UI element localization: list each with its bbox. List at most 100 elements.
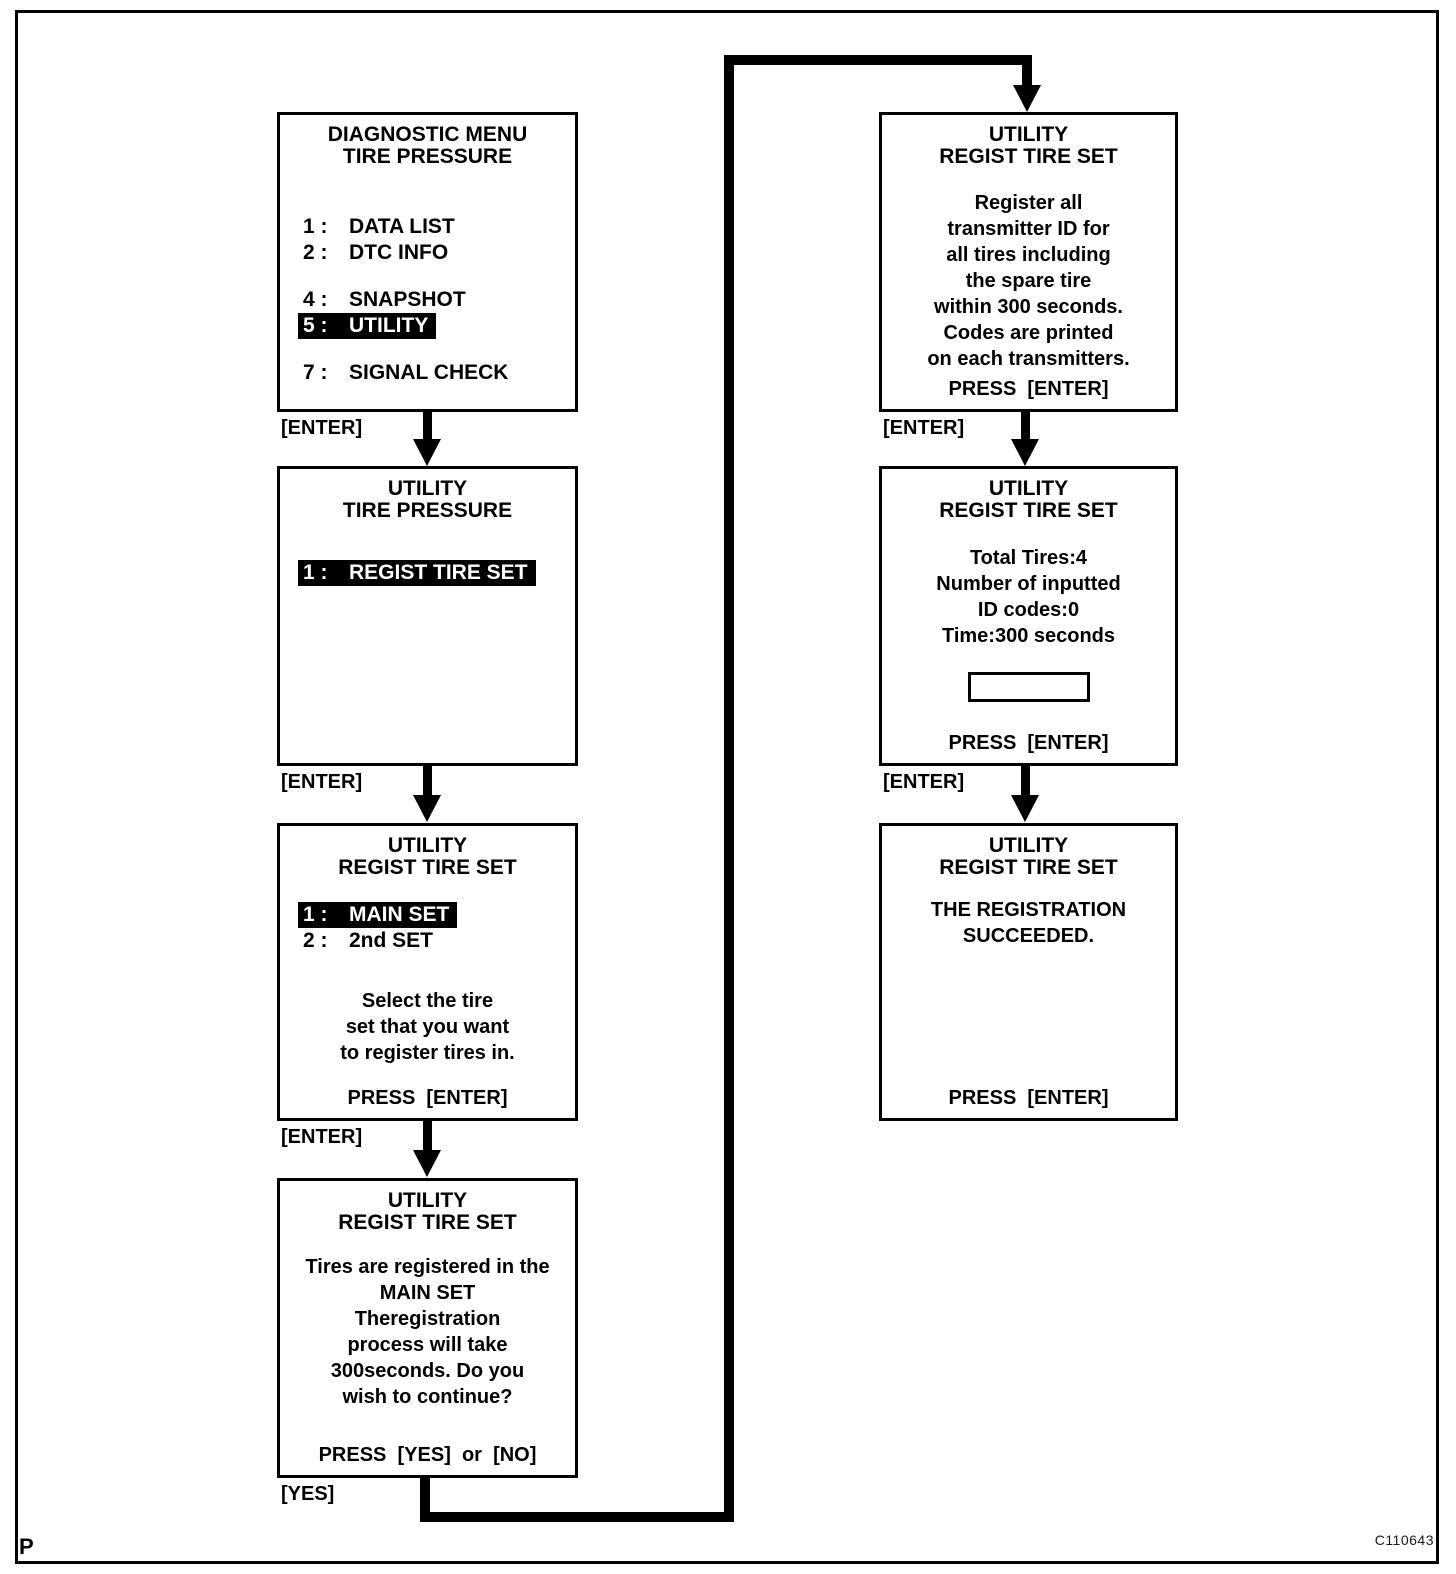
screen-regist-tire-set-select: UTILITY REGIST TIRE SET 1 :MAIN SET 2 :2… — [277, 823, 578, 1121]
message-line: on each transmitters. — [927, 348, 1130, 370]
message-line: Select the tire — [361, 990, 494, 1012]
step-label-enter: [ENTER] — [883, 771, 965, 793]
message-line: within 300 seconds. — [934, 296, 1123, 318]
menu-item-number: 7 : — [303, 361, 328, 384]
screen-diagnostic-menu: DIAGNOSTIC MENU TIRE PRESSURE 1 : DATA LI… — [277, 112, 578, 412]
id-code-field — [968, 672, 1090, 702]
message-line: set that you want — [345, 1016, 510, 1038]
flow-arrow-shaft — [423, 766, 432, 796]
screen-title: UTILITY TIRE PRESSURE — [280, 469, 575, 522]
step-label-yes: [YES] — [281, 1483, 335, 1505]
title-line: UTILITY — [988, 834, 1069, 857]
message-line: THE REGISTRATION — [930, 899, 1127, 921]
message-line: Number of inputted — [936, 573, 1121, 595]
menu-item-label: UTILITY — [349, 314, 429, 337]
title-line: TIRE PRESSURE — [342, 145, 513, 168]
flow-connector-segment — [420, 1478, 430, 1522]
screen-title: UTILITY REGIST TIRE SET — [882, 469, 1175, 522]
flow-arrow-head-icon — [1011, 795, 1039, 822]
message-line: transmitter ID for — [947, 218, 1110, 240]
menu-item-number: 2 : — [303, 241, 328, 264]
screen-title: UTILITY REGIST TIRE SET — [280, 826, 575, 879]
title-line: REGIST TIRE SET — [338, 856, 517, 879]
title-line: UTILITY — [387, 477, 468, 500]
press-instruction: PRESS [ENTER] — [347, 1087, 508, 1109]
message-line: Register all — [974, 192, 1083, 214]
screen-message: Register all transmitter ID for all tire… — [882, 190, 1175, 372]
menu-item-label: SNAPSHOT — [349, 288, 466, 311]
page-corner-letter: P — [19, 1534, 34, 1559]
message-line: SUCCEEDED. — [962, 925, 1095, 947]
screen-regist-tire-set-progress: UTILITY REGIST TIRE SET Total Tires:4 Nu… — [879, 466, 1178, 766]
message-line: process will take — [347, 1334, 508, 1356]
message-line: ID codes:0 — [977, 599, 1080, 621]
menu-item-label: MAIN SET — [349, 903, 450, 926]
flow-arrow-head-icon — [1011, 439, 1039, 466]
menu-item-signal-check: 7 : SIGNAL CHECK — [298, 360, 575, 386]
message-line: Total Tires:4 — [969, 547, 1088, 569]
menu-item-2nd-set: 2 : 2nd SET — [298, 928, 575, 954]
flow-arrow-head-icon — [413, 795, 441, 822]
menu-item-label: SIGNAL CHECK — [349, 361, 509, 384]
menu-item-number: 1 : — [303, 903, 328, 926]
screen-title: UTILITY REGIST TIRE SET — [882, 115, 1175, 168]
press-instruction: PRESS [ENTER] — [948, 1087, 1109, 1109]
message-line: 300seconds. Do you — [330, 1360, 525, 1382]
title-line: REGIST TIRE SET — [338, 1211, 517, 1234]
flow-arrow-shaft — [423, 1121, 432, 1151]
title-line: UTILITY — [988, 123, 1069, 146]
flow-arrow-head-icon — [413, 1150, 441, 1177]
menu-item-number: 1 : — [303, 561, 328, 584]
screen-message: Select the tire set that you want to reg… — [280, 988, 575, 1066]
flow-arrow-head-icon — [413, 439, 441, 466]
title-line: REGIST TIRE SET — [939, 856, 1118, 879]
menu-item-label: 2nd SET — [349, 929, 434, 952]
flow-connector-segment — [724, 55, 734, 1522]
message-line: Time:300 seconds — [941, 625, 1116, 647]
press-instruction: PRESS [ENTER] — [948, 378, 1109, 400]
flow-arrow-shaft — [423, 412, 432, 440]
flow-arrow-head-icon — [1013, 85, 1041, 112]
step-label-enter: [ENTER] — [281, 1126, 363, 1148]
flow-arrow-shaft — [1021, 766, 1030, 796]
menu-item-snapshot: 4 :SNAPSHOT — [298, 287, 575, 313]
menu-item-label: DATA LIST — [349, 215, 455, 238]
message-line: Tires are registered in the — [305, 1256, 550, 1278]
message-line: Theregistration — [354, 1308, 501, 1330]
screen-message: THE REGISTRATION SUCCEEDED. — [882, 897, 1175, 949]
screen-message: Total Tires:4 Number of inputted ID code… — [882, 545, 1175, 649]
title-line: REGIST TIRE SET — [939, 499, 1118, 522]
menu-list: 1 : MAIN SET 2 : 2nd SET — [298, 902, 575, 954]
title-line: UTILITY — [387, 1189, 468, 1212]
screen-regist-tire-set-confirm: UTILITY REGIST TIRE SET Tires are regist… — [277, 1178, 578, 1478]
menu-item-number: 5 : — [303, 314, 328, 337]
screen-message: Tires are registered in the MAIN SET The… — [280, 1254, 575, 1410]
menu-item-data-list: 1 : DATA LIST — [298, 214, 575, 240]
message-line: to register tires in. — [340, 1042, 515, 1064]
message-line: MAIN SET — [379, 1282, 476, 1304]
screen-regist-tire-set-succeeded: UTILITY REGIST TIRE SET THE REGISTRATION… — [879, 823, 1178, 1121]
title-line: TIRE PRESSURE — [342, 499, 513, 522]
screen-title: UTILITY REGIST TIRE SET — [280, 1181, 575, 1234]
menu-item-label: DTC INFO — [349, 241, 449, 264]
flow-connector-segment — [420, 1512, 734, 1522]
menu-item-main-set-selected: 1 : MAIN SET — [298, 902, 575, 928]
press-instruction: PRESS [YES] or [NO] — [318, 1444, 537, 1466]
screen-title: UTILITY REGIST TIRE SET — [882, 826, 1175, 879]
menu-item-label: REGIST TIRE SET — [349, 561, 528, 584]
screen-utility-tire-pressure: UTILITY TIRE PRESSURE 1 : REGIST TIRE SET — [277, 466, 578, 766]
message-line: all tires including — [946, 244, 1111, 266]
menu-item-number: 1 : — [303, 215, 328, 238]
menu-item-dtc-info: 2 : DTC INFO — [298, 240, 575, 266]
figure-code: C110643 — [1374, 1532, 1434, 1548]
step-label-enter: [ENTER] — [883, 417, 965, 439]
menu-item-number: 2 : — [303, 929, 328, 952]
figure-border — [15, 10, 1439, 1564]
press-instruction: PRESS [ENTER] — [948, 732, 1109, 754]
screen-title: DIAGNOSTIC MENU TIRE PRESSURE — [280, 115, 575, 168]
menu-item-utility-selected: 5 : UTILITY — [298, 313, 575, 339]
message-line: Codes are printed — [943, 322, 1114, 344]
menu-item-regist-tire-set-selected: 1 : REGIST TIRE SET — [298, 560, 575, 586]
title-line: UTILITY — [387, 834, 468, 857]
